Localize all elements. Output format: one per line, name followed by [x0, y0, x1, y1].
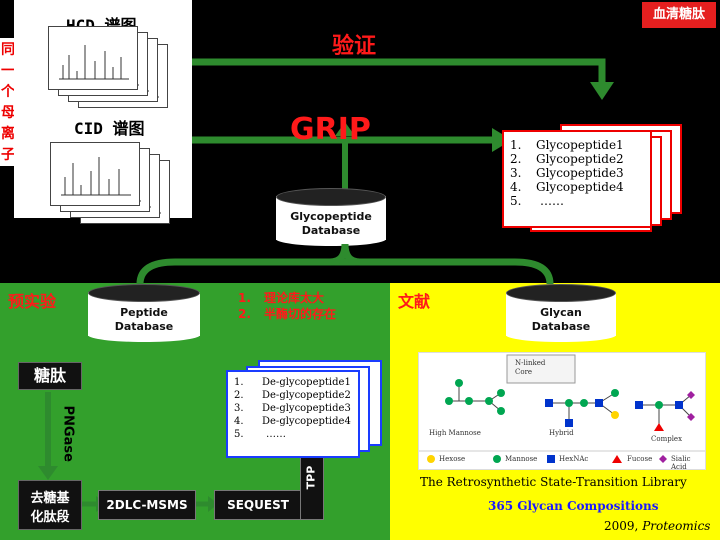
high-mannose-label: High Mannose [429, 429, 481, 437]
issue-number: 1. [238, 291, 251, 305]
list-item: De-glycopeptide1 [262, 377, 351, 388]
hybrid-label: Hybrid [549, 429, 574, 437]
spectrum-card [50, 142, 140, 206]
list-item: Glycopeptide2 [536, 152, 624, 166]
glycan-structure-figure: N-linked Core High Mannose Hybrid Comple… [418, 352, 706, 471]
issue-item: 半酶切的存在 [264, 307, 337, 321]
legend-hexnac: HexNAc [559, 455, 589, 463]
peptide-db-label-1: Peptide [120, 306, 168, 319]
char-1: 同 [1, 42, 15, 58]
nlinked-label-1: N-linked [515, 359, 546, 367]
list-item: De-glycopeptide3 [262, 403, 351, 414]
legend-sialic-acid: Sialic Acid [671, 455, 691, 471]
issue-number: 2. [238, 307, 251, 321]
peptide-db-label-2: Database [114, 320, 174, 333]
sequest-box: SEQUEST [214, 490, 302, 520]
list-number: 4. [234, 416, 244, 427]
cid-label: CID 谱图 [74, 119, 145, 138]
result-paper [502, 130, 652, 228]
char-6: 子 [1, 147, 15, 163]
deglyco-paper [226, 370, 360, 458]
verify-label: 验证 [332, 34, 377, 59]
citation-journal: Proteomics [642, 519, 711, 533]
list-number: 3. [234, 403, 244, 414]
list-item: Glycopeptide4 [536, 180, 624, 194]
list-item: …… [266, 429, 286, 440]
library-title: The Retrosynthetic State-Transition Libr… [420, 475, 687, 489]
list-number: 4. [510, 180, 522, 194]
pre-experiment-label: 预实验 [8, 292, 57, 311]
char-4: 母 [1, 105, 15, 121]
issue-item: 理论库太大 [264, 291, 325, 305]
glycopeptide-label: 糖肽 [18, 362, 82, 390]
glycan-compositions: 365 Glycan Compositions [488, 499, 659, 513]
nlinked-core-label: N-linked Core [515, 359, 545, 377]
same-parent-ion-panel [0, 38, 14, 166]
list-number: 5. [234, 429, 244, 440]
list-item: Glycopeptide1 [536, 138, 624, 152]
list-item: De-glycopeptide4 [262, 416, 351, 427]
char-2: 一 [1, 63, 15, 79]
list-item: De-glycopeptide2 [262, 390, 351, 401]
grip-label: GRIP [290, 112, 371, 147]
deglyco-label-1: 去糖基 [30, 491, 70, 506]
glycan-structures-graphic [419, 354, 705, 463]
glycan-db-label-2: Database [531, 320, 591, 333]
same-parent-ion-label: 同 一 个 母 离 子 [1, 40, 15, 166]
list-item: …… [540, 194, 564, 208]
list-number: 2. [510, 152, 522, 166]
list-item: Glycopeptide3 [536, 166, 624, 180]
list-number: 1. [510, 138, 522, 152]
legend-fucose: Fucose [627, 455, 653, 463]
nlinked-label-2: Core [515, 368, 533, 376]
deglyco-label-2: 化肽段 [30, 510, 70, 525]
serum-glycopeptide-badge: 血清糖肽 [642, 2, 716, 28]
list-number: 3. [510, 166, 522, 180]
char-5: 离 [1, 126, 15, 142]
glycopeptide-list: 1. Glycopeptide1 2. Glycopeptide2 3. Glycop… [510, 138, 624, 208]
citation: 2009, Proteomics [604, 519, 710, 533]
deglyco-peptide-box: 去糖基 化肽段 [18, 480, 82, 530]
spectrum-card [48, 26, 138, 90]
theory-issues: 1. 理论库太大 2. 半酶切的存在 [238, 290, 336, 322]
literature-label: 文献 [398, 292, 431, 311]
glycopeptide-db-label-1: Glycopeptide [290, 210, 372, 223]
legend-hexose: Hexose [439, 455, 466, 463]
deglyco-list: 1. De-glycopeptide1 2. De-glycopeptide2 3.… [234, 376, 351, 441]
glycopeptide-db-label-2: Database [301, 224, 361, 237]
glycopeptide-database: Glycopeptide Database [276, 188, 386, 246]
citation-year: 2009, [604, 519, 639, 533]
peptide-database: Peptide Database [88, 284, 200, 342]
complex-label: Complex [651, 435, 683, 443]
list-number: 2. [234, 390, 244, 401]
char-3: 个 [1, 84, 15, 100]
list-number: 1. [234, 377, 244, 388]
legend-mannose: Mannose [505, 455, 538, 463]
lcms-box: 2DLC-MSMS [98, 490, 196, 520]
glycan-database: Glycan Database [506, 284, 616, 342]
list-number: 5. [510, 194, 522, 208]
glycan-db-label-1: Glycan [540, 306, 582, 319]
